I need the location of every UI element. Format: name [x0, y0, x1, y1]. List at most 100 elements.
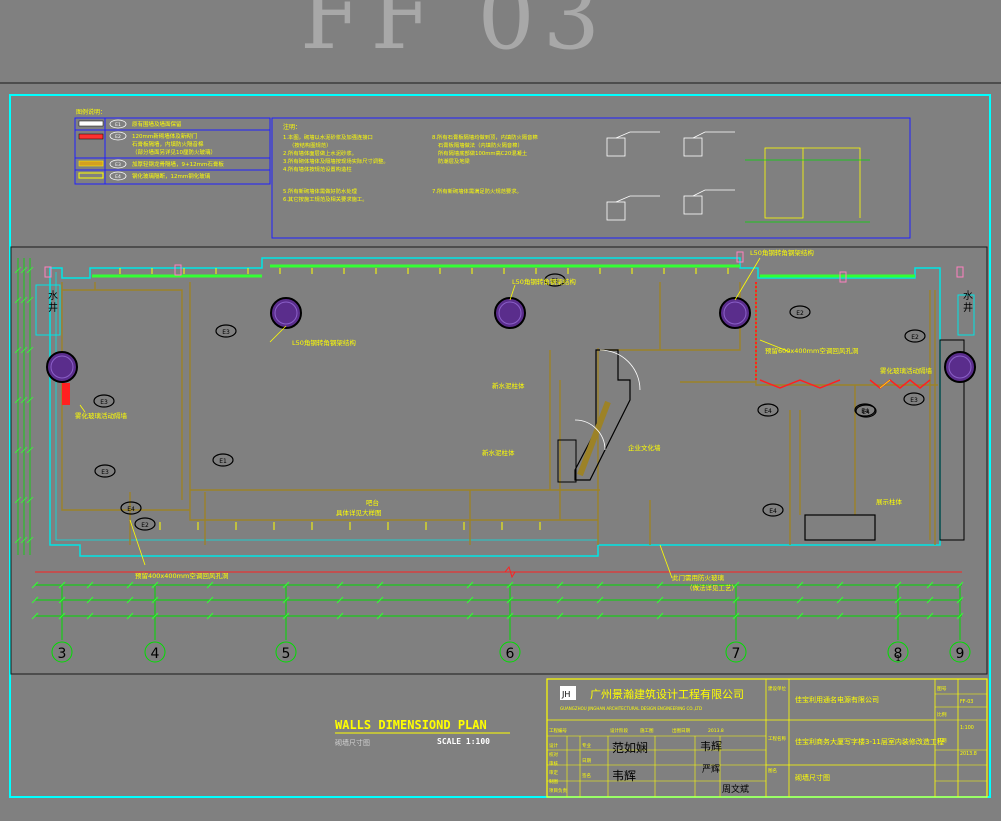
plan-subtitle: 砌墙尺寸图 — [335, 738, 370, 747]
note-left-4: 3.所有砌体墙体及隔墙按现场实际尺寸调整。 — [283, 157, 389, 165]
label-l50-top: L50角钢转角钢架结构 — [750, 248, 814, 257]
axis-bubble — [144, 641, 166, 663]
label-l50-center: L50角钢转角钢架结构 — [512, 277, 576, 286]
structural-column-ring — [498, 301, 522, 325]
wall-tag-label: E3 — [101, 469, 109, 476]
note-right-3: 所有隔墙底部做100mm高C20混凝土 — [438, 149, 528, 157]
wall-tag-marker — [215, 324, 237, 338]
right-shaft — [957, 294, 975, 336]
legend-tag-label: E4 — [115, 174, 121, 180]
dimension-tick — [656, 596, 664, 604]
dimension-tick — [656, 581, 664, 589]
axis-label-8: 8 — [894, 646, 903, 662]
dimension-tick — [26, 536, 34, 544]
label-bar: 吧台 — [366, 498, 379, 507]
title-right-cell: 图号 — [937, 686, 947, 692]
wall-tag-label: E3 — [100, 399, 108, 406]
bar-block — [557, 439, 577, 483]
svg-text:井: 井 — [963, 301, 973, 314]
wall-tag-label: E2 — [911, 334, 919, 341]
axis-bubble — [499, 641, 521, 663]
title-label: 项目负责 — [549, 787, 567, 794]
axis-label-6: 6 — [506, 646, 515, 662]
legend-tag-marker — [109, 131, 127, 141]
note-right-1: 8.所有石膏板隔墙均做到顶，内填防火隔音棉 — [432, 133, 538, 141]
svg-text:井: 井 — [48, 301, 58, 314]
axis-label-4: 4 — [151, 646, 160, 662]
note-right-5: 7.所有新砌墙体需满足防火规范要求。 — [432, 187, 522, 195]
dimension-tick — [926, 596, 934, 604]
dimension-tick — [58, 612, 66, 620]
dimension-tick — [86, 581, 94, 589]
left-shaft — [35, 284, 61, 336]
dimension-tick — [20, 346, 28, 354]
dimension-tick — [206, 596, 214, 604]
culture-wall-block — [574, 349, 631, 481]
signature-3: 韦辉 — [700, 740, 722, 753]
svg-text:水: 水 — [963, 290, 973, 302]
legend-item-1: 原有围墙及墙面保留 — [132, 120, 182, 128]
pink-tag — [174, 264, 182, 276]
axis-sub-label: 1 — [895, 654, 900, 663]
company-name-en: GUANGZHOU JINGHAN ARCHITECTURAL DESIGN E… — [560, 706, 702, 711]
wall-tag-marker — [94, 464, 116, 478]
dimension-tick — [26, 296, 34, 304]
viewport-frame — [10, 246, 988, 675]
dimension-tick — [336, 612, 344, 620]
title-label: 审定 — [549, 769, 558, 776]
wall-tag-label: E3 — [910, 397, 918, 404]
dimension-tick — [556, 596, 564, 604]
sheet-frame — [9, 94, 991, 798]
sheet-big-title: FF 03 — [300, 0, 608, 70]
dimension-tick — [20, 496, 28, 504]
title-right-cell: FF-03 — [960, 699, 973, 705]
dimension-tick — [466, 596, 474, 604]
dimension-tick — [20, 536, 28, 544]
label-column-a: 新水泥柱体 — [492, 381, 525, 390]
pink-tag — [44, 266, 52, 278]
dimension-tick — [31, 596, 39, 604]
legend-item-3: 石膏板隔墙，内填防火隔音棉 — [132, 140, 204, 148]
legend-tag-marker — [109, 171, 127, 181]
dimension-tick — [466, 581, 474, 589]
pink-tag — [956, 266, 964, 278]
title-label: 审核 — [549, 760, 558, 767]
legend-tag-marker — [109, 119, 127, 129]
title-row1-cell: 2013.8 — [708, 728, 724, 734]
culture-wall-fill — [577, 400, 611, 477]
title-block-frame — [546, 678, 988, 798]
dimension-tick — [836, 581, 844, 589]
label-door: 此门需用防火玻璃 — [672, 573, 725, 582]
dimension-tick — [376, 612, 384, 620]
label-l50-left: L50角钢转角钢架结构 — [292, 338, 356, 347]
signature-1: 范如娴 — [612, 740, 648, 755]
dimension-tick — [956, 612, 964, 620]
wall-tag-marker — [904, 329, 926, 343]
wall-tag-marker — [93, 394, 115, 408]
dimension-tick — [596, 581, 604, 589]
dimension-tick — [126, 581, 134, 589]
wall-tag-marker — [789, 305, 811, 319]
title-label: 制图 — [549, 778, 558, 785]
leader-line — [129, 519, 146, 566]
dimension-tick — [14, 536, 22, 544]
title-client: 佳宝利用通名电源有限公司 — [795, 695, 879, 704]
dimension-tick — [796, 612, 804, 620]
dimension-tick — [894, 612, 902, 620]
dimension-tick — [206, 581, 214, 589]
title-project: 佳宝利商务大厦写字楼3-11层室内装修改造工程 — [795, 737, 944, 746]
outer-wall-glass — [49, 257, 941, 557]
dimension-tick — [894, 581, 902, 589]
leader-line — [659, 544, 673, 579]
dimension-tick — [20, 446, 28, 454]
dimension-tick — [336, 581, 344, 589]
dimension-tick — [796, 581, 804, 589]
legend-tag-label: E3 — [115, 162, 121, 168]
note-left-6: 5.所有新砌墙体需做好防水处理 — [283, 187, 358, 195]
note-right-4: 防潮层及地梁 — [438, 157, 470, 165]
leader-line — [79, 404, 86, 413]
dimension-tick — [466, 612, 474, 620]
legend-tag-label: E1 — [115, 122, 121, 128]
wall-tag-label: E3 — [222, 329, 230, 336]
